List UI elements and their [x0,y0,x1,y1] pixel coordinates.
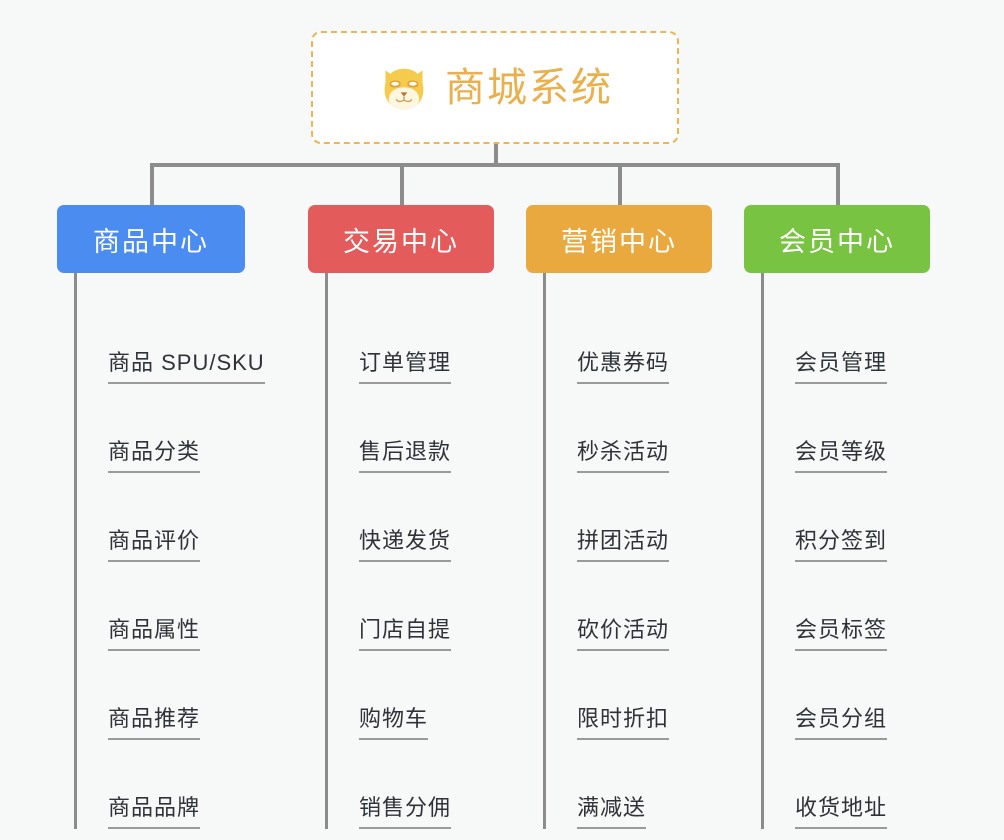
list-item[interactable]: 会员分组 [795,651,930,740]
list-item-label: 砍价活动 [577,615,670,651]
list-item-label: 收货地址 [795,793,888,829]
branch-member-center: 会员中心 会员管理 会员等级 积分签到 会员标签 会员分组 收货地址 [744,205,930,829]
branch-product-center: 商品中心 商品 SPU/SKU 商品分类 商品评价 商品属性 商品推荐 商品品牌 [57,205,265,829]
list-item[interactable]: 商品分类 [108,384,245,473]
list-item[interactable]: 拼团活动 [577,473,712,562]
root-node-card[interactable]: 商城系统 [311,31,679,144]
connector-drop-marketing-center [618,163,622,205]
list-item-label: 限时折扣 [577,704,670,740]
list-item[interactable]: 秒杀活动 [577,384,712,473]
list-item-label: 优惠券码 [577,348,670,384]
shiba-dog-face-icon [377,62,431,116]
list-item-label: 会员管理 [795,348,888,384]
connector-drop-product-center [150,163,154,205]
category-label: 营销中心 [561,226,677,257]
list-item[interactable]: 订单管理 [359,295,494,384]
list-item-label: 积分签到 [795,526,888,562]
leaf-list-trade-center: 订单管理 售后退款 快递发货 门店自提 购物车 销售分佣 [325,273,494,829]
connector-horizontal-bus [150,163,838,167]
list-item[interactable]: 会员管理 [795,295,930,384]
list-item-label: 满减送 [577,793,647,829]
list-item[interactable]: 商品 SPU/SKU [108,295,265,384]
list-item-label: 商品品牌 [108,793,201,829]
category-label: 商品中心 [93,226,209,257]
list-item[interactable]: 快递发货 [359,473,494,562]
list-item[interactable]: 砍价活动 [577,562,712,651]
list-item-label: 销售分佣 [359,793,452,829]
list-item[interactable]: 销售分佣 [359,740,494,829]
list-item[interactable]: 售后退款 [359,384,494,473]
list-item-label: 商品属性 [108,615,201,651]
leaf-list-product-center: 商品 SPU/SKU 商品分类 商品评价 商品属性 商品推荐 商品品牌 [74,273,265,829]
list-item-label: 门店自提 [359,615,452,651]
list-item-label: 会员等级 [795,437,888,473]
connector-drop-trade-center [400,163,404,205]
list-item[interactable]: 会员等级 [795,384,930,473]
list-item[interactable]: 限时折扣 [577,651,712,740]
leaf-list-marketing-center: 优惠券码 秒杀活动 拼团活动 砍价活动 限时折扣 满减送 [543,273,712,829]
category-box-product-center[interactable]: 商品中心 [57,205,245,273]
list-item[interactable]: 会员标签 [795,562,930,651]
list-item-label: 商品分类 [108,437,201,473]
list-item[interactable]: 积分签到 [795,473,930,562]
category-box-marketing-center[interactable]: 营销中心 [526,205,712,273]
list-item-label: 售后退款 [359,437,452,473]
list-item[interactable]: 商品推荐 [108,651,245,740]
list-item-label: 会员标签 [795,615,888,651]
list-item-label: 快递发货 [359,526,452,562]
list-item-label: 商品评价 [108,526,201,562]
branch-marketing-center: 营销中心 优惠券码 秒杀活动 拼团活动 砍价活动 限时折扣 满减送 [526,205,712,829]
category-label: 交易中心 [343,226,459,257]
list-item[interactable]: 优惠券码 [577,295,712,384]
list-item[interactable]: 满减送 [577,740,712,829]
leaf-spine [74,273,77,829]
list-item[interactable]: 购物车 [359,651,494,740]
category-box-member-center[interactable]: 会员中心 [744,205,930,273]
list-item-label: 拼团活动 [577,526,670,562]
list-item[interactable]: 商品品牌 [108,740,245,829]
leaf-list-member-center: 会员管理 会员等级 积分签到 会员标签 会员分组 收货地址 [761,273,930,829]
list-item[interactable]: 商品属性 [108,562,245,651]
leaf-spine [325,273,328,829]
category-box-trade-center[interactable]: 交易中心 [308,205,494,273]
list-item-label: 购物车 [359,704,429,740]
page-title: 商城系统 [445,65,613,110]
connector-drop-member-center [836,163,840,205]
list-item-label: 订单管理 [359,348,452,384]
list-item[interactable]: 商品评价 [108,473,245,562]
list-item-label: 商品推荐 [108,704,201,740]
branch-trade-center: 交易中心 订单管理 售后退款 快递发货 门店自提 购物车 销售分佣 [308,205,494,829]
list-item-label: 秒杀活动 [577,437,670,473]
connector-root-stem [494,144,498,166]
leaf-spine [761,273,764,829]
list-item[interactable]: 门店自提 [359,562,494,651]
list-item[interactable]: 收货地址 [795,740,930,829]
list-item-label: 商品 SPU/SKU [108,348,265,384]
leaf-spine [543,273,546,829]
list-item-label: 会员分组 [795,704,888,740]
category-label: 会员中心 [779,226,895,257]
